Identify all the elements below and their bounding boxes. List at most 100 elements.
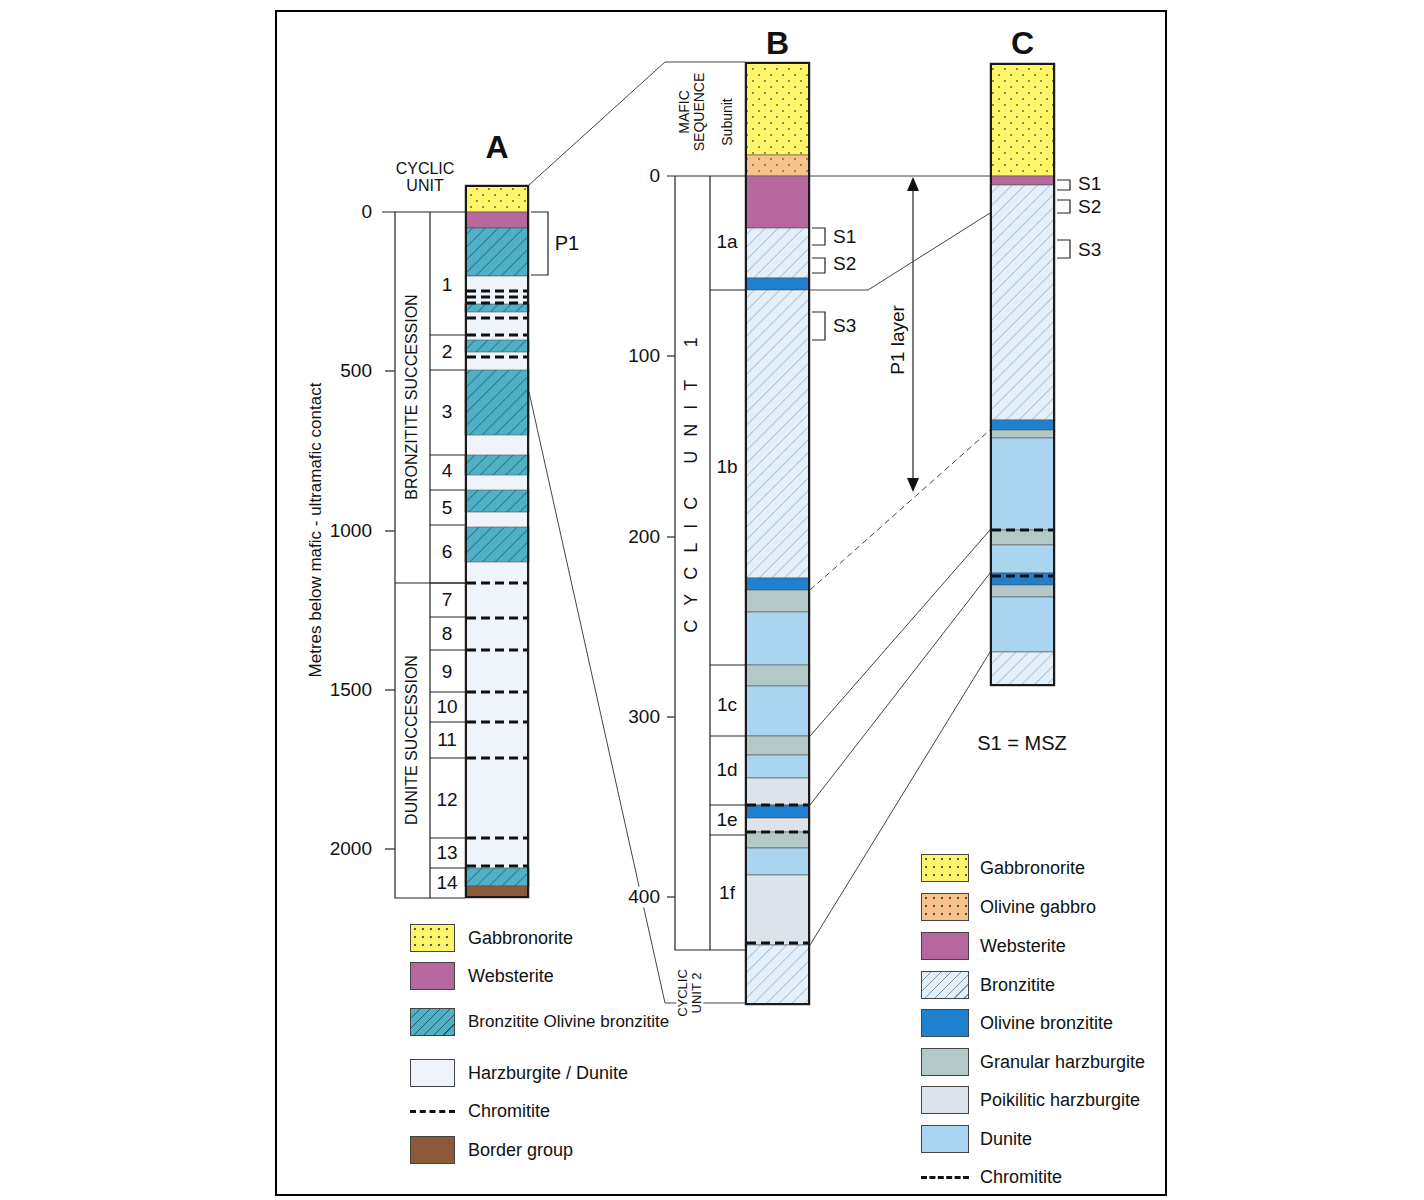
rock-layer <box>745 290 810 578</box>
scale-label: 10 <box>436 697 457 718</box>
axis-title: Subunit <box>720 98 735 145</box>
legend-label: Dunite <box>980 1129 1032 1150</box>
scale-label: CYCLIC UNIT <box>390 161 460 195</box>
scale-label: 1b <box>716 457 737 478</box>
rock-layer <box>990 185 1055 420</box>
rock-layer <box>465 868 529 886</box>
legend-swatch <box>921 1125 969 1153</box>
scale-line <box>912 186 913 483</box>
scale-line <box>430 582 465 583</box>
rock-layer <box>745 612 810 665</box>
strat-column: C <box>990 63 1055 686</box>
strat-column: B <box>745 62 810 1005</box>
legend-swatch <box>921 893 969 921</box>
axis-title: CYCLIC UNIT 2 <box>676 960 703 1026</box>
correlation-line <box>529 62 745 185</box>
rock-layer <box>990 597 1055 652</box>
column-heading: C <box>1011 26 1034 61</box>
scale-line <box>1057 180 1070 190</box>
legend-label: Harzburgite / Dunite <box>468 1063 628 1084</box>
rock-layer <box>465 455 529 475</box>
scale-label: 1500 <box>330 680 372 701</box>
scale-line <box>667 355 675 356</box>
scale-line <box>667 716 675 717</box>
chromitite-seam <box>747 804 808 807</box>
rock-layer <box>465 276 529 886</box>
chromitite-seam <box>467 649 527 652</box>
scale-label: 1e <box>716 810 737 831</box>
chromitite-seam <box>992 529 1053 532</box>
axis-title: Metres below mafic - ultramafic contact <box>307 383 326 678</box>
legend-swatch <box>921 1086 969 1114</box>
legend-swatch <box>410 924 455 952</box>
legend-swatch <box>921 971 969 999</box>
rock-layer <box>745 755 810 778</box>
scale-label: 3 <box>442 402 453 423</box>
scale-line <box>429 212 430 898</box>
rock-layer <box>465 185 529 212</box>
scale-line <box>709 176 710 950</box>
scale-label: 0 <box>647 166 662 187</box>
scale-line <box>667 175 745 176</box>
rock-layer <box>745 848 810 875</box>
axis-title: CYCLIC UNIT 1 <box>682 323 702 647</box>
chromitite-seam <box>467 691 527 694</box>
rock-layer <box>990 63 1055 176</box>
scale-label: 400 <box>626 887 662 908</box>
rock-layer <box>990 420 1055 430</box>
scale-label: 1a <box>716 232 737 253</box>
rock-layer <box>990 545 1055 573</box>
rock-layer <box>745 832 810 848</box>
column-heading: A <box>485 130 508 165</box>
scale-label: 13 <box>436 843 457 864</box>
chromitite-seam <box>747 831 808 834</box>
chromitite-seam <box>467 837 527 840</box>
scale-label: 8 <box>442 624 453 645</box>
legend-label: Websterite <box>468 966 554 987</box>
legend-line-sample <box>410 1110 455 1113</box>
rock-layer <box>990 438 1055 530</box>
rock-layer <box>745 686 810 736</box>
scale-line <box>385 848 395 849</box>
scale-line <box>430 334 465 335</box>
legend-label: Olivine bronzitite <box>980 1013 1113 1034</box>
scale-line <box>430 867 465 868</box>
scale-line <box>675 176 745 950</box>
scale-line <box>430 616 465 617</box>
scale-line <box>430 454 465 455</box>
scale-line <box>710 834 745 835</box>
rock-layer <box>745 778 810 805</box>
scale-line <box>430 691 465 692</box>
scale-label: 9 <box>442 662 453 683</box>
scale-label: P1 <box>555 232 579 254</box>
scale-label: 1000 <box>330 521 372 542</box>
rock-layer <box>990 585 1055 597</box>
legend-label: Chromitite <box>980 1167 1062 1188</box>
chromitite-seam <box>467 296 527 299</box>
scale-line <box>430 649 465 650</box>
legend-label: Bronzitite Olivine bronzitite <box>468 1012 669 1032</box>
scale-line <box>531 212 548 275</box>
scale-line <box>385 689 395 690</box>
scale-line <box>430 757 465 758</box>
legend-line-sample <box>921 1176 969 1179</box>
rock-layer <box>745 155 810 176</box>
scale-line <box>710 804 745 805</box>
scale-line <box>385 370 395 371</box>
legend-label: Olivine gabbro <box>980 897 1096 918</box>
legend-label: Gabbronorite <box>468 928 573 949</box>
rock-layer <box>745 62 810 155</box>
rock-layer <box>465 370 529 435</box>
rock-layer <box>465 228 529 276</box>
scale-label: S2 <box>833 254 856 275</box>
scale-label: 7 <box>442 590 453 611</box>
rock-layer <box>745 176 810 228</box>
correlation-line <box>810 176 990 177</box>
scale-label: 6 <box>442 542 453 563</box>
chromitite-seam <box>467 865 527 868</box>
legend-swatch <box>410 1059 455 1087</box>
scale-line <box>667 896 675 897</box>
legend-label: Border group <box>468 1140 573 1161</box>
scale-line <box>667 536 675 537</box>
